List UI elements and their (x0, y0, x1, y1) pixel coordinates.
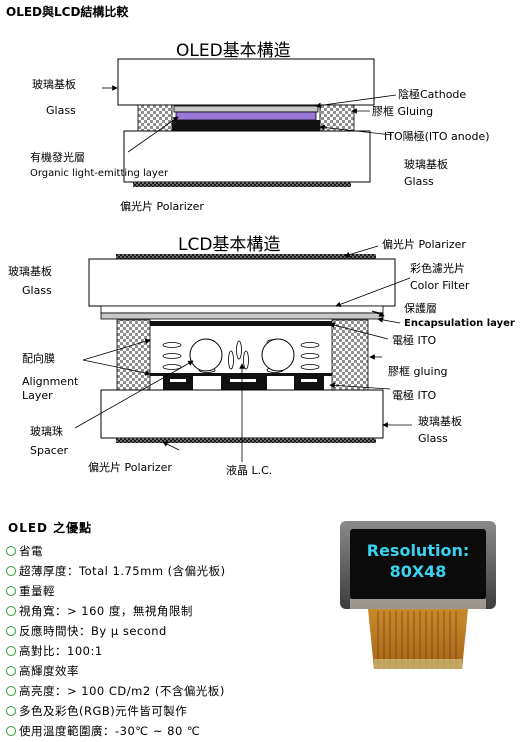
oled-gluing-label: 膠框 Gluing (372, 105, 434, 118)
advantage-item: 多色及彩色(RGB)元件皆可製作 (6, 701, 226, 721)
bullet-icon (6, 546, 16, 556)
lcd-spacer-ball-right (261, 338, 295, 372)
oled-organic-label-cn: 有機發光層 (30, 151, 85, 164)
lcd-bottom-electrode-3 (294, 376, 324, 390)
oled-bottom-glass-label-en: Glass (404, 175, 434, 188)
oled-cathode-label: 陰極Cathode (398, 88, 467, 101)
advantages-title: OLED 之優點 (8, 521, 93, 535)
bullet-icon (6, 566, 16, 576)
oled-top-glass (117, 58, 375, 106)
lcd-bottom-polarizer (116, 438, 376, 443)
lcd-color-filter-label-en: Color Filter (410, 279, 470, 292)
bullet-icon (6, 726, 16, 736)
oled-gluing-right (319, 104, 355, 132)
lcd-align-label-en1: Alignment (22, 375, 79, 388)
lcd-protect-layer (100, 312, 384, 320)
lcd-protect-layer-label: 保護層 (404, 302, 437, 315)
lcd-bottom-electrode-1 (163, 376, 193, 390)
lcd-gluing-label: 膠框 gluing (388, 365, 448, 378)
advantage-item: 視角寬：> 160 度，無視角限制 (6, 601, 226, 621)
oled-bottom-glass (123, 130, 371, 183)
lcd-align-label-cn: 配向膜 (22, 352, 55, 365)
advantage-item: 省電 (6, 541, 226, 561)
photo-size-text: 80X48 (390, 562, 447, 581)
oled-gluing-left (137, 104, 173, 132)
lcd-align-layer (150, 373, 332, 376)
lcd-encapsulation-label: Encapsulation layer (404, 318, 515, 329)
oled-ito-anode (172, 120, 320, 131)
oled-organic-layer (175, 111, 317, 121)
oled-organic-label-en: Organic light-emitting layer (30, 168, 169, 179)
lcd-top-glass (88, 258, 396, 307)
lcd-top-polarizer-label: 偏光片 Polarizer (382, 238, 466, 251)
page-title: OLED與LCD結構比較 (6, 5, 129, 19)
advantage-item: 高亮度：> 100 CD/m2 (不含偏光板) (6, 681, 226, 701)
advantage-item: 重量輕 (6, 581, 226, 601)
oled-polarizer-label: 偏光片 Polarizer (120, 200, 204, 213)
advantage-item: 高輝度效率 (6, 661, 226, 681)
bullet-icon (6, 586, 16, 596)
lcd-spacer-label-cn: 玻璃珠 (30, 425, 63, 438)
bullet-icon (6, 646, 16, 656)
lcd-bottom-glass-label-cn: 玻璃基板 (418, 415, 462, 428)
advantage-item: 使用溫度範圍廣：-30℃ ~ 80 ℃ (6, 721, 226, 741)
lcd-bottom-electrode-label: 電極 ITO (392, 389, 437, 402)
lcd-structure (74, 245, 412, 462)
lcd-bottom-glass-label-en: Glass (418, 432, 448, 445)
lcd-top-glass-label-en: Glass (22, 284, 52, 297)
oled-diagram-title: OLED基本構造 (176, 41, 291, 61)
oled-top-glass-label-cn: 玻璃基板 (32, 78, 76, 91)
photo-resolution-text: Resolution: (367, 541, 469, 560)
lcd-top-glass-label-cn: 玻璃基板 (8, 265, 52, 278)
advantage-item: 高對比：100:1 (6, 641, 226, 661)
oled-top-glass-label-en: Glass (46, 104, 76, 117)
lcd-liquid-crystal-label: 液晶 L.C. (226, 464, 273, 477)
lcd-top-electrode-label: 電極 ITO (392, 334, 437, 347)
oled-polarizer (133, 182, 351, 187)
oled-bottom-glass-label-cn: 玻璃基板 (404, 158, 448, 171)
bullet-icon (6, 666, 16, 676)
advantage-item: 超薄厚度：Total 1.75mm (含偏光板) (6, 561, 226, 581)
bullet-icon (6, 686, 16, 696)
lcd-align-label-en2: Layer (22, 389, 53, 402)
oled-structure (102, 58, 397, 187)
lcd-color-filter-label-cn: 彩色濾光片 (410, 262, 465, 275)
lcd-top-polarizer (116, 254, 376, 259)
lcd-color-filter (100, 305, 384, 314)
lcd-spacer-label-en: Spacer (30, 444, 69, 457)
lcd-top-electrode (150, 321, 332, 326)
lcd-spacer-ball-left (189, 338, 223, 372)
lcd-gluing-right (331, 319, 369, 391)
lcd-diagram-title: LCD基本構造 (178, 235, 281, 255)
lcd-liquid-crystal (162, 339, 320, 373)
oled-ito-label: ITO陽極(ITO anode) (384, 130, 490, 143)
lcd-bottom-electrode-2 (221, 376, 267, 390)
oled-cathode (173, 105, 319, 113)
advantage-item: 反應時間快：By μ second (6, 621, 226, 641)
lcd-gluing-left (116, 319, 151, 391)
bullet-icon (6, 626, 16, 636)
bullet-icon (6, 706, 16, 716)
structure-diagrams (74, 58, 412, 462)
bullet-icon (6, 606, 16, 616)
advantages-list: 省電 超薄厚度：Total 1.75mm (含偏光板) 重量輕 視角寬：> 16… (6, 541, 226, 741)
lcd-bottom-polarizer-label: 偏光片 Polarizer (88, 461, 172, 474)
oled-module-photo: Resolution: 80X48 (340, 521, 496, 669)
